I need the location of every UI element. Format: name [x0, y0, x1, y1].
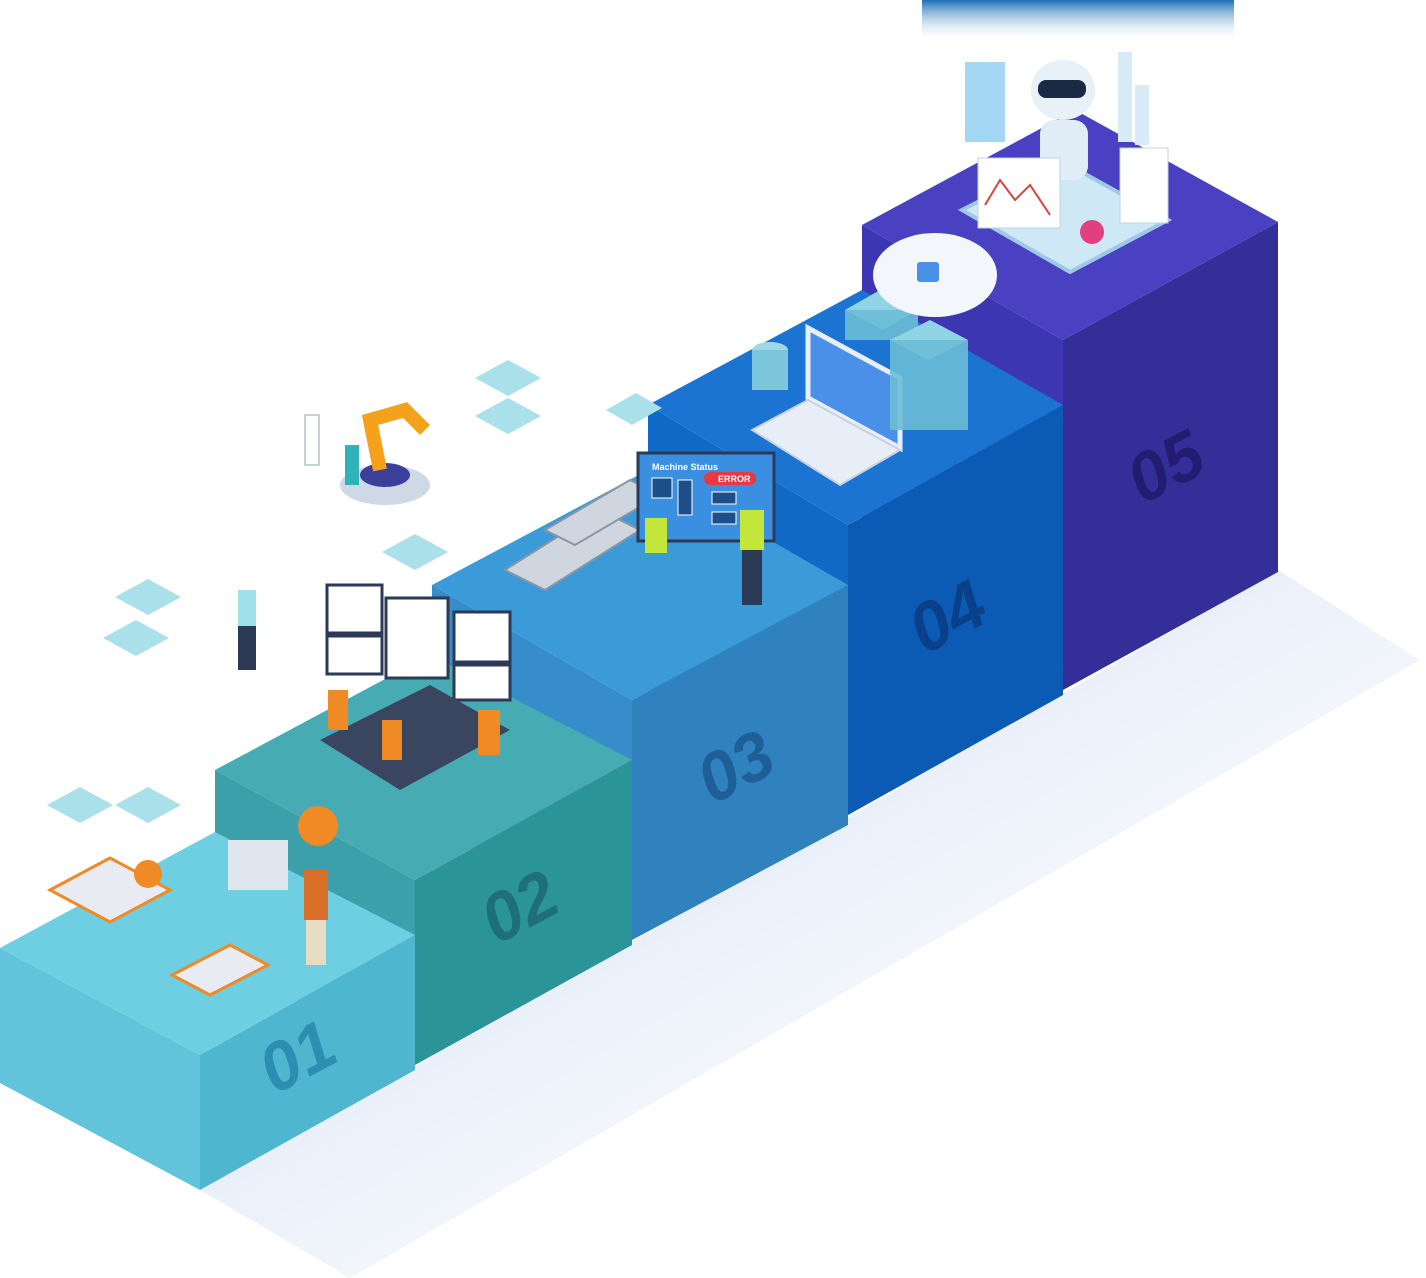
error-label: ERROR: [718, 474, 751, 484]
machine-status-title: Machine Status: [652, 462, 718, 472]
lock-icon: [917, 262, 939, 282]
error-badge: [704, 472, 756, 485]
right-face: [415, 760, 632, 1065]
right-face: [848, 405, 1063, 815]
data-center-scene: [750, 233, 997, 487]
control-room-scene: [238, 583, 512, 790]
factory-scene: [46, 806, 338, 997]
right-face: [632, 585, 848, 940]
right-face: [200, 935, 415, 1190]
left-face: [0, 948, 200, 1190]
top-glow-beam: [922, 0, 1234, 42]
floor-shadow: [200, 570, 1420, 1278]
floating-tiles: [47, 360, 662, 823]
right-face: [1063, 222, 1278, 690]
robot-arm-scene: [304, 402, 430, 505]
assembly-line-scene: Machine Status ERROR: [502, 451, 776, 605]
wifi-icon: [298, 806, 338, 846]
ai-robot-scene: [957, 52, 1173, 275]
